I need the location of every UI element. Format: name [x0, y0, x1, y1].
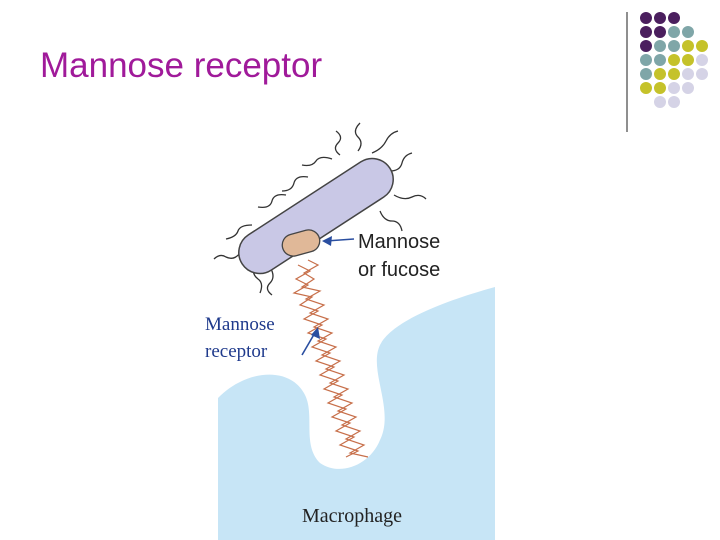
dot [640, 40, 652, 52]
bacterium-pili [213, 122, 427, 296]
dot [654, 68, 666, 80]
corner-dot-decoration [626, 12, 708, 132]
dot [654, 54, 666, 66]
dot [668, 82, 680, 94]
receptor-arrowhead [311, 327, 320, 339]
bacterium [238, 157, 394, 275]
label-macrophage: Macrophage [302, 505, 402, 527]
dot [654, 82, 666, 94]
label-receptor-line2: receptor [205, 341, 268, 362]
dot [696, 40, 708, 52]
dot [682, 26, 694, 38]
dot [668, 96, 680, 108]
dot [640, 12, 652, 24]
dot [696, 68, 708, 80]
dot [682, 68, 694, 80]
dot [654, 12, 666, 24]
label-sugar-line1: Mannose [358, 231, 440, 253]
sugar-arrowhead [322, 236, 332, 246]
macrophage-cell [218, 287, 495, 540]
dot [682, 54, 694, 66]
dot [654, 40, 666, 52]
label-sugar-line2: or fucose [358, 259, 440, 281]
dot [668, 40, 680, 52]
dot [668, 26, 680, 38]
slide-title: Mannose receptor [40, 46, 323, 85]
dot [668, 12, 680, 24]
dot [640, 26, 652, 38]
dot [640, 82, 652, 94]
dot [654, 96, 666, 108]
dot [696, 54, 708, 66]
dot [668, 68, 680, 80]
corner-dot-grid [640, 12, 708, 108]
dot [682, 82, 694, 94]
mannose-receptor-diagram: Mannose or fucose Mannose receptor Macro… [205, 122, 495, 540]
label-receptor-line1: Mannose [205, 314, 275, 335]
mannose-receptor-chain-2 [292, 264, 360, 458]
dot [654, 26, 666, 38]
mannose-receptor-chain [300, 259, 369, 458]
dot [640, 54, 652, 66]
dot [668, 54, 680, 66]
mannose-sugar [281, 229, 321, 257]
dot [682, 40, 694, 52]
dot [640, 68, 652, 80]
